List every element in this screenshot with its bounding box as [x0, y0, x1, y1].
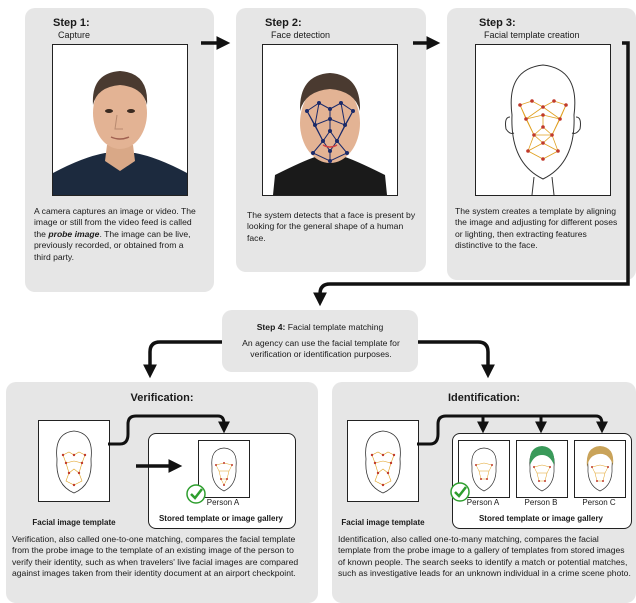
verification-person-a-image: [211, 447, 237, 492]
verification-template-image: [56, 430, 92, 494]
step3-title: Step 3:: [479, 17, 516, 29]
verification-gallery-caption: Stored template or image gallery: [158, 514, 284, 523]
step2-description: The system detects that a face is presen…: [247, 210, 416, 243]
identification-person-a-label: Person A: [466, 498, 500, 507]
identification-person-b-image: [529, 446, 555, 492]
verification-title: Verification:: [130, 392, 194, 404]
identification-description: Identification, also called one-to-many …: [338, 534, 631, 579]
step1-desc-a: A camera captures an image or video. The…: [34, 206, 196, 239]
step4-title: Step 4:: [256, 322, 286, 332]
template-frame: [475, 44, 611, 196]
identification-person-c-label: Person C: [582, 498, 616, 507]
step3-description: The system creates a template by alignin…: [455, 206, 618, 251]
step2-subtitle: Face detection: [271, 30, 331, 40]
step1-desc-b: . The image can be live, previously reco…: [34, 228, 191, 262]
facial-template-image: [476, 45, 610, 195]
arrow-step4-to-verification: [143, 340, 222, 379]
identification-person-b-label: Person B: [524, 498, 558, 507]
step1-description: A camera captures an image or video. The…: [34, 206, 202, 263]
step1-title: Step 1:: [53, 17, 90, 29]
step2-title: Step 2:: [265, 17, 302, 29]
identification-template-caption: Facial image template: [341, 518, 425, 527]
verification-person-a-frame: [198, 440, 250, 498]
step3-subtitle: Facial template creation: [484, 30, 580, 40]
detected-face-image: [263, 45, 397, 195]
verification-template-caption: Facial image template: [32, 518, 116, 527]
verification-description: Verification, also called one-to-one mat…: [12, 534, 299, 579]
identification-person-a-image: [471, 447, 497, 492]
identification-person-c-frame: [574, 440, 626, 498]
probe-face-image: [53, 45, 187, 195]
probe-photo-frame: [52, 44, 188, 196]
step4-heading: Step 4: Facial template matching: [222, 322, 418, 332]
identification-template-frame: [347, 420, 419, 502]
identification-gallery-caption: Stored template or image gallery: [478, 514, 604, 523]
step4-box: [222, 310, 418, 372]
detection-photo-frame: [262, 44, 398, 196]
step4-subtitle: Facial template matching: [287, 322, 384, 332]
step4-description: An agency can use the facial template fo…: [242, 338, 400, 360]
verification-template-frame: [38, 420, 110, 502]
verification-person-a-label: Person A: [206, 498, 240, 507]
identification-template-image: [365, 430, 401, 494]
identification-person-b-frame: [516, 440, 568, 498]
step1-subtitle: Capture: [58, 30, 91, 40]
identification-title: Identification:: [447, 392, 521, 404]
identification-person-a-frame: [458, 440, 510, 498]
identification-person-c-image: [586, 446, 614, 492]
probe-image-term: probe image: [48, 228, 100, 239]
arrow-step4-to-identification: [418, 340, 495, 379]
